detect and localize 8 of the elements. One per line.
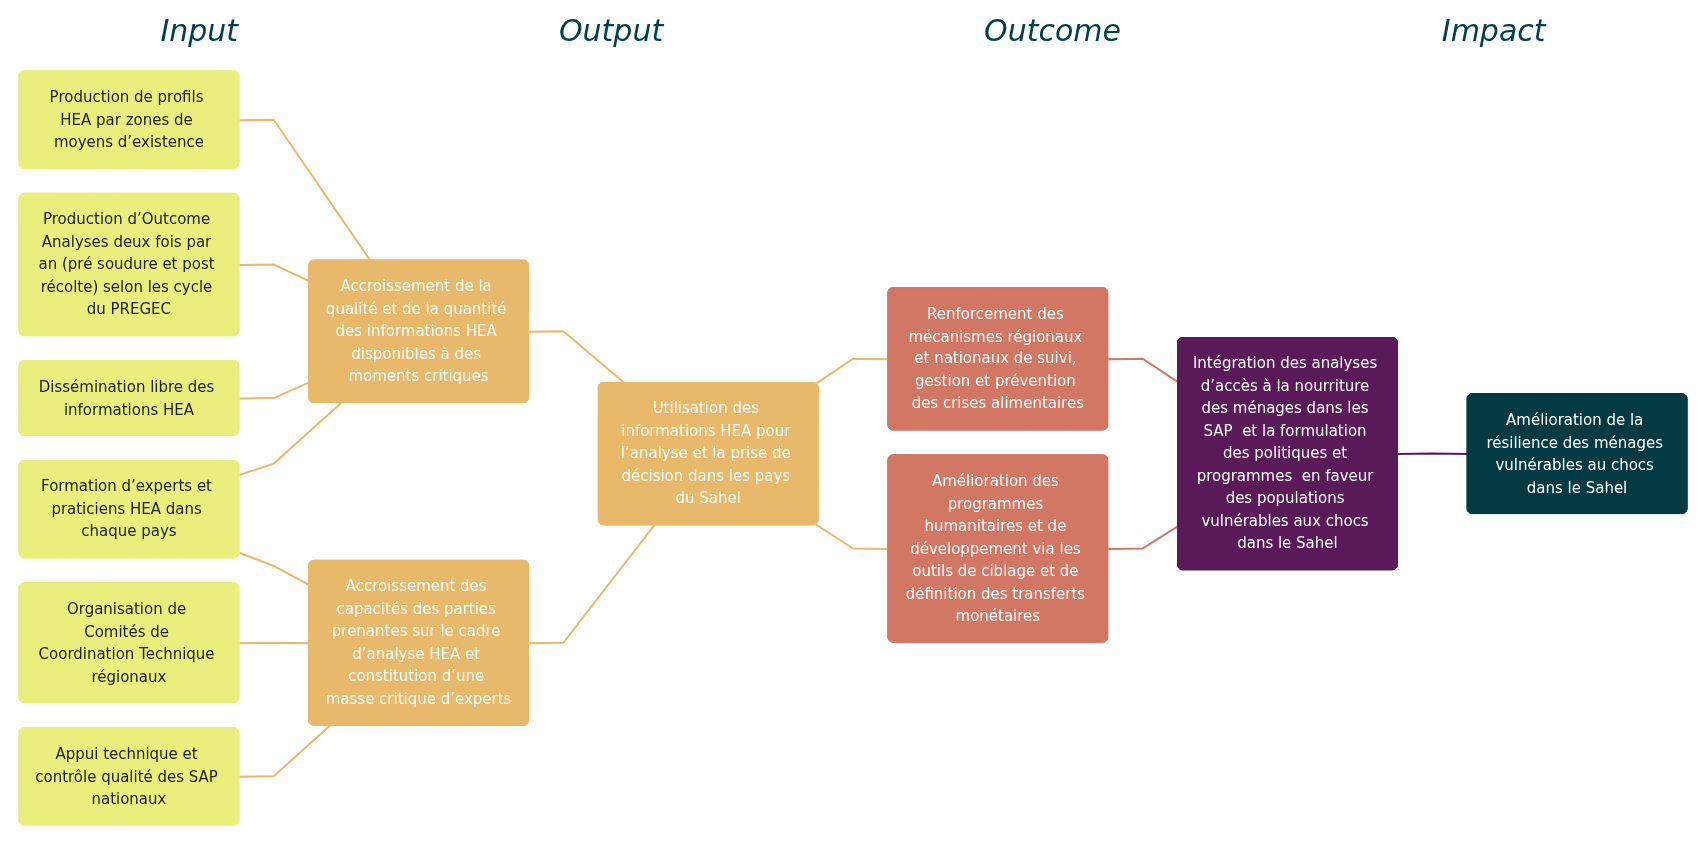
connector: [527, 523, 656, 644]
connector: [1396, 452, 1469, 455]
column-heading: Impact: [1441, 12, 1546, 48]
connector: [238, 724, 331, 778]
column-heading: Input: [160, 12, 239, 48]
column-heading: Output: [558, 12, 664, 48]
column-heading: Outcome: [984, 12, 1121, 48]
connector: [238, 401, 343, 476]
